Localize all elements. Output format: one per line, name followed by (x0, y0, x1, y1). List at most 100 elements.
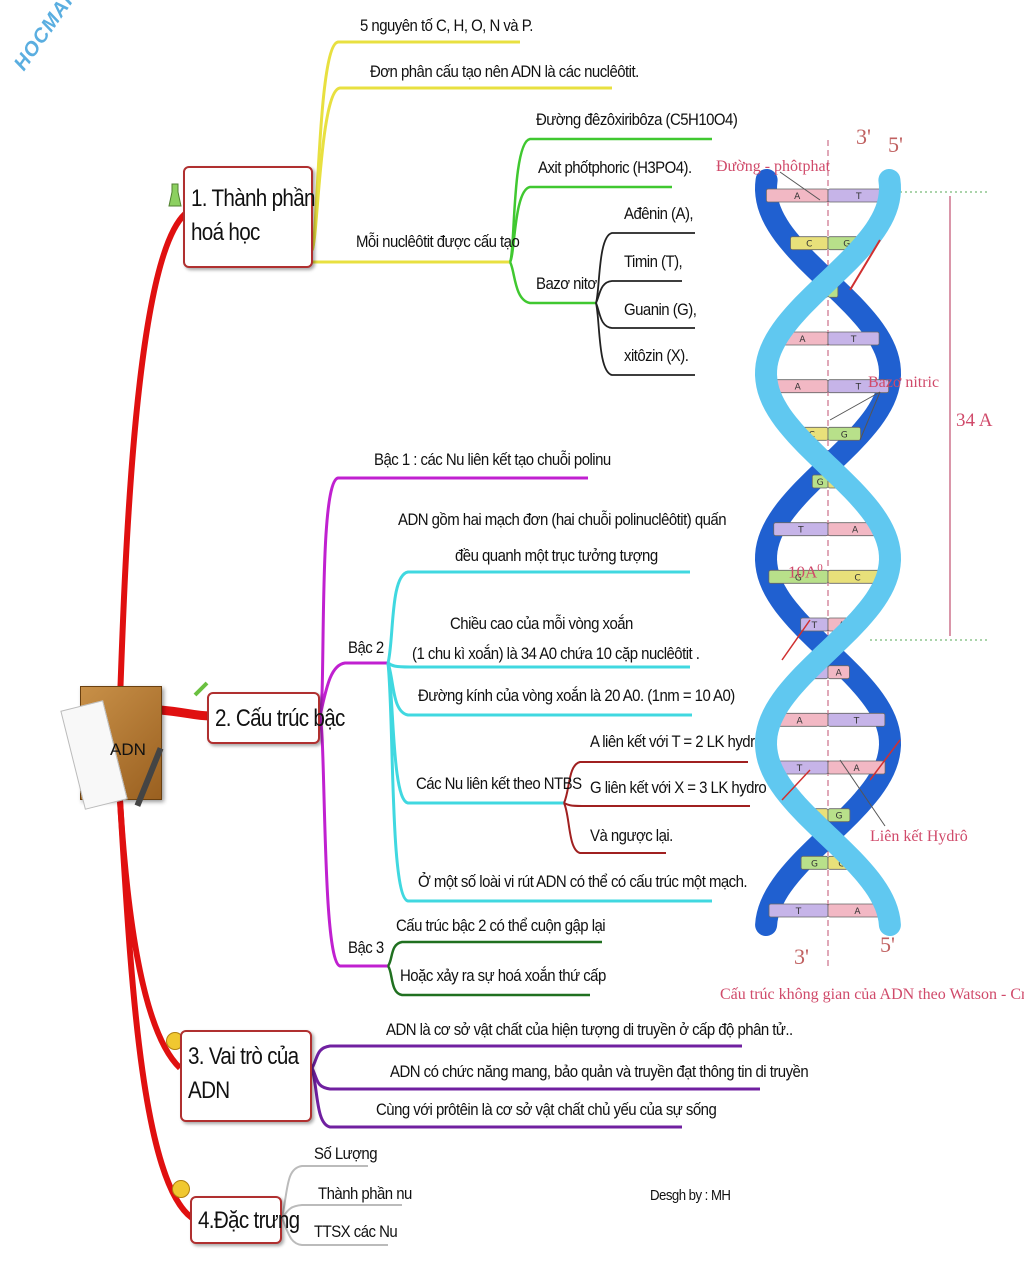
base-pair-right (827, 331, 880, 346)
pointer-hydro (839, 759, 886, 827)
strand-back (754, 169, 902, 936)
b3-node-1: ADN là cơ sở vật chất của hiện tượng di … (386, 1020, 793, 1039)
b1-node-3: Mỗi nuclêôtit được cấu tạo (356, 232, 520, 251)
branch-1-title[interactable]: 1. Thành phần hoá học (183, 166, 316, 268)
branch-4-title[interactable]: 4.Đặc trưng (190, 1196, 300, 1244)
dna-label-base: Bazơ nitric (868, 374, 940, 391)
dna-end-bottom-right: 5' (880, 932, 895, 957)
b4-node-3: TTSX các Nu (314, 1222, 398, 1241)
smiley-icon-2 (172, 1180, 190, 1198)
base-pair-right (827, 379, 890, 394)
b4-node-1: Số Lượng (314, 1144, 378, 1163)
base-letter: T (795, 907, 802, 917)
base-letter: T (811, 621, 818, 631)
b1-node-3-3: Bazơ nitơ (536, 274, 597, 293)
pointer-base-2 (829, 391, 881, 421)
ntbs-2: G liên kết với X = 3 LK hydro (590, 778, 767, 797)
ntbs-3: Và ngược lại. (590, 826, 673, 845)
base-pair-right (827, 665, 850, 680)
b2-bac2-2b: (1 chu kì xoắn) là 34 A0 chứa 10 cặp nuc… (412, 644, 700, 663)
link-icon (192, 680, 210, 698)
base-letter: G (843, 240, 850, 250)
b1-node-3-2: Axit phốtphoric (H3PO4). (538, 158, 692, 177)
base-letter: A (794, 192, 801, 202)
base-timin: Timin (T), (624, 252, 683, 271)
ntbs-1: A liên kết với T = 2 LK hydro (590, 732, 763, 751)
pointer-sugar (779, 171, 821, 201)
center-label: ADN (110, 740, 146, 759)
trunk-branch-1 (117, 211, 188, 701)
dna-end-top-left: 3' (856, 124, 871, 149)
base-xitozin: xitôzin (X). (624, 346, 689, 365)
base-letter: T (855, 383, 862, 393)
base-letter: T (850, 335, 857, 345)
b2-bac3-1: Cấu trúc bậc 2 có thể cuộn gập lại (396, 916, 606, 935)
dna-label-10: 10A0 (788, 562, 823, 582)
b2-bac2: Bậc 2 (348, 638, 384, 657)
base-letter: G (817, 478, 824, 488)
base-letter: A (799, 335, 806, 345)
base-letter: G (841, 430, 848, 440)
base-letter: C (838, 859, 844, 869)
base-letter: T (796, 764, 803, 774)
b1-node-2: Đơn phân cấu tạo nên ADN là các nuclêôti… (370, 62, 639, 81)
b2-bac2-1b: đều quanh một trục tưởng tượng (455, 546, 658, 565)
strand-front (754, 169, 902, 936)
trunk-branch-2 (159, 705, 211, 721)
b2-bac2-5: Ở một số loài vi rút ADN có thể có cấu t… (418, 872, 748, 891)
base-letter: G (835, 812, 842, 822)
base-letter: T (797, 526, 804, 536)
base-letter: T (855, 192, 862, 202)
b1-node-3-1: Đường đêzôxiribôza (C5H10O4) (536, 110, 738, 129)
flask-icon (168, 182, 182, 208)
dna-end-top-right: 5' (888, 132, 903, 157)
b3-node-3: Cùng với prôtêin là cơ sở vật chất chủ y… (376, 1100, 717, 1119)
base-letter: A (796, 716, 803, 726)
arrow-1 (849, 239, 881, 291)
trunk-branch-4 (117, 799, 194, 1221)
b2-bac2-2a: Chiều cao của mỗi vòng xoắn (450, 614, 633, 633)
base-guanin: Guanin (G), (624, 300, 697, 319)
arrow-4 (869, 739, 901, 781)
b3-node-2: ADN có chức năng mang, bảo quản và truyề… (390, 1062, 809, 1081)
base-letter: G (795, 573, 802, 583)
base-letter: A (854, 907, 861, 917)
arrow-2 (781, 619, 811, 661)
base-letter: C (854, 573, 860, 583)
base-pair-right (827, 712, 886, 727)
base-letter: C (806, 240, 812, 250)
branch-3-title[interactable]: 3. Vai trò của ADN (180, 1030, 312, 1122)
b2-bac2-3: Đường kính của vòng xoắn là 20 A0. (1nm … (418, 686, 735, 705)
base-letter: A (795, 383, 802, 393)
base-pair-right (827, 426, 861, 441)
base-letter: A (836, 669, 843, 679)
dna-caption: Cấu trúc không gian của ADN theo Watson … (720, 986, 1024, 1003)
b2-bac2-1a: ADN gồm hai mạch đơn (hai chuỗi polinucl… (398, 510, 727, 529)
dna-end-bottom-left: 3' (794, 944, 809, 969)
base-pair-right (827, 760, 886, 775)
center-node[interactable]: ADN (60, 682, 168, 812)
base-letter: A (852, 526, 859, 536)
arrow-3 (781, 769, 811, 801)
base-letter: A (853, 764, 860, 774)
b2-bac3: Bậc 3 (348, 938, 384, 957)
b2-bac1: Bậc 1 : các Nu liên kết tạo chuỗi polinu (374, 450, 611, 469)
b1-node-1: 5 nguyên tố C, H, O, N và P. (360, 16, 533, 35)
credit-text: Desgh by : MH (650, 1187, 731, 1204)
dna-label-hydrogen: Liên kết Hydrô (870, 828, 968, 845)
b2-bac3-2: Hoặc xảy ra sự hoá xoắn thứ cấp (400, 966, 606, 985)
b4-node-2: Thành phần nu (318, 1184, 412, 1203)
base-adenin: Ađênin (A), (624, 204, 694, 223)
base-letter: G (811, 859, 818, 869)
branch-2-title[interactable]: 2. Cấu trúc bậc (207, 692, 345, 744)
base-pair-right (827, 808, 851, 823)
pointer-base (859, 391, 881, 441)
dna-label-sugar: Đường - phôtphat (716, 158, 831, 175)
base-letter: T (853, 716, 860, 726)
dna-label-34: 34 A (956, 410, 993, 431)
b2-bac2-4: Các Nu liên kết theo NTBS (416, 774, 582, 793)
